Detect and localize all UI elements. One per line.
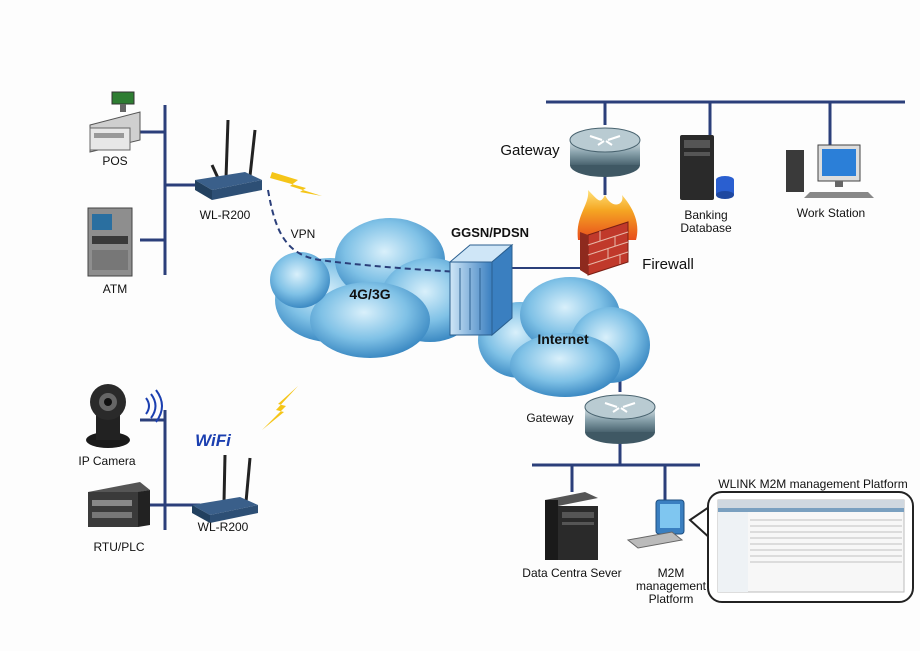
label-gateway-top: Gateway bbox=[500, 142, 560, 159]
label-m2m-platform: M2M management Platform bbox=[635, 566, 707, 606]
firewall-icon bbox=[577, 190, 638, 276]
label-vpn: VPN bbox=[290, 227, 316, 241]
left-top-bus bbox=[140, 105, 200, 275]
label-pos: POS bbox=[102, 154, 128, 168]
cloud-internet bbox=[478, 277, 650, 397]
label-work-station: Work Station bbox=[796, 206, 866, 220]
gateway-router-top bbox=[569, 127, 641, 177]
label-data-center: Data Centra Sever bbox=[522, 566, 622, 580]
wl-r200-router-top-icon bbox=[195, 119, 262, 200]
data-center-server-icon bbox=[545, 492, 598, 560]
ip-camera-icon bbox=[86, 384, 163, 448]
label-4g3g: 4G/3G bbox=[349, 286, 391, 302]
atm-icon bbox=[87, 207, 133, 277]
ggsn-pdsn-icon bbox=[448, 243, 514, 337]
banking-database-icon bbox=[680, 135, 734, 200]
label-atm: ATM bbox=[102, 282, 128, 296]
label-rtu-plc: RTU/PLC bbox=[93, 540, 145, 554]
label-internet: Internet bbox=[537, 331, 589, 347]
bottom-right-bus bbox=[532, 380, 700, 500]
label-router-bottom: WL-R200 bbox=[197, 520, 249, 534]
rtu-plc-icon bbox=[88, 482, 150, 527]
wlink-platform-callout bbox=[688, 491, 914, 603]
vpn-tunnel bbox=[267, 189, 461, 273]
top-right-bus bbox=[546, 100, 905, 195]
label-banking-database: Banking Database bbox=[680, 208, 732, 235]
work-station-icon bbox=[786, 144, 874, 198]
pos-terminal-icon bbox=[89, 91, 141, 153]
label-ggsn-pdsn: GGSN/PDSN bbox=[450, 225, 529, 240]
gateway-router-mid bbox=[584, 394, 656, 444]
m2m-workstation-icon bbox=[626, 499, 685, 549]
wl-r200-router-bottom-icon bbox=[192, 454, 258, 523]
label-ip-camera: IP Camera bbox=[78, 454, 136, 468]
label-gateway-mid: Gateway bbox=[526, 411, 574, 425]
label-firewall: Firewall bbox=[642, 256, 694, 273]
lightning-top-icon bbox=[270, 172, 322, 196]
label-wifi: WiFi bbox=[195, 431, 231, 450]
label-wlink-callout: WLINK M2M management Platform bbox=[718, 477, 908, 491]
lightning-bottom-icon bbox=[262, 386, 298, 430]
label-router-top: WL-R200 bbox=[199, 208, 251, 222]
